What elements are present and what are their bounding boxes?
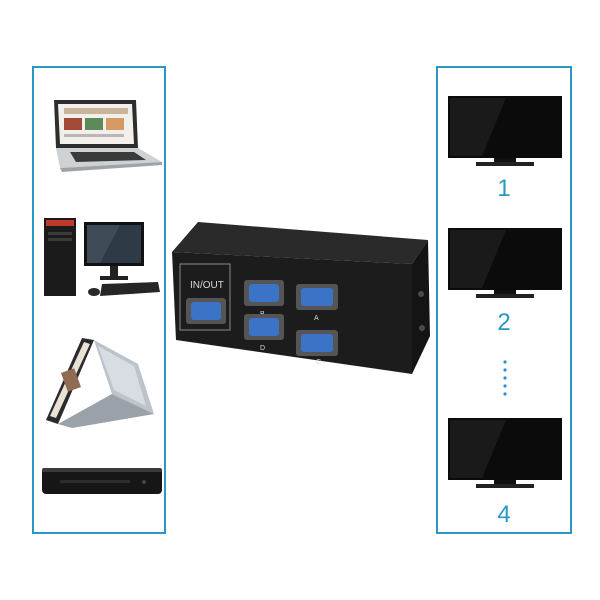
vga-port-a xyxy=(296,284,338,310)
monitor-icon xyxy=(448,96,562,166)
monitor-number-1: 1 xyxy=(497,175,511,202)
vga-port-c xyxy=(296,330,338,356)
port-letter-a: A xyxy=(314,315,319,322)
ellipsis-dots xyxy=(503,360,507,396)
vga-port-d xyxy=(244,314,284,340)
in-out-label: IN/OUT xyxy=(190,280,224,291)
desktop-computer-icon xyxy=(44,218,160,296)
vga-switch-box: IN/OUT B A D C xyxy=(172,222,430,374)
laptop-icon xyxy=(54,100,162,172)
game-console-icon xyxy=(42,468,162,494)
port-letter-c: C xyxy=(316,359,321,366)
output-monitors-panel: 1 2 4 xyxy=(436,66,572,534)
vga-port-in-out xyxy=(186,298,226,324)
monitor-icon xyxy=(448,418,562,488)
monitor-number-2: 2 xyxy=(497,309,511,336)
source-devices-panel xyxy=(32,66,166,534)
port-letter-d: D xyxy=(260,345,265,352)
monitor-icon xyxy=(448,228,562,298)
monitor-number-4: 4 xyxy=(497,501,511,528)
convertible-tablet-icon xyxy=(46,338,154,428)
vga-port-b xyxy=(244,280,284,306)
